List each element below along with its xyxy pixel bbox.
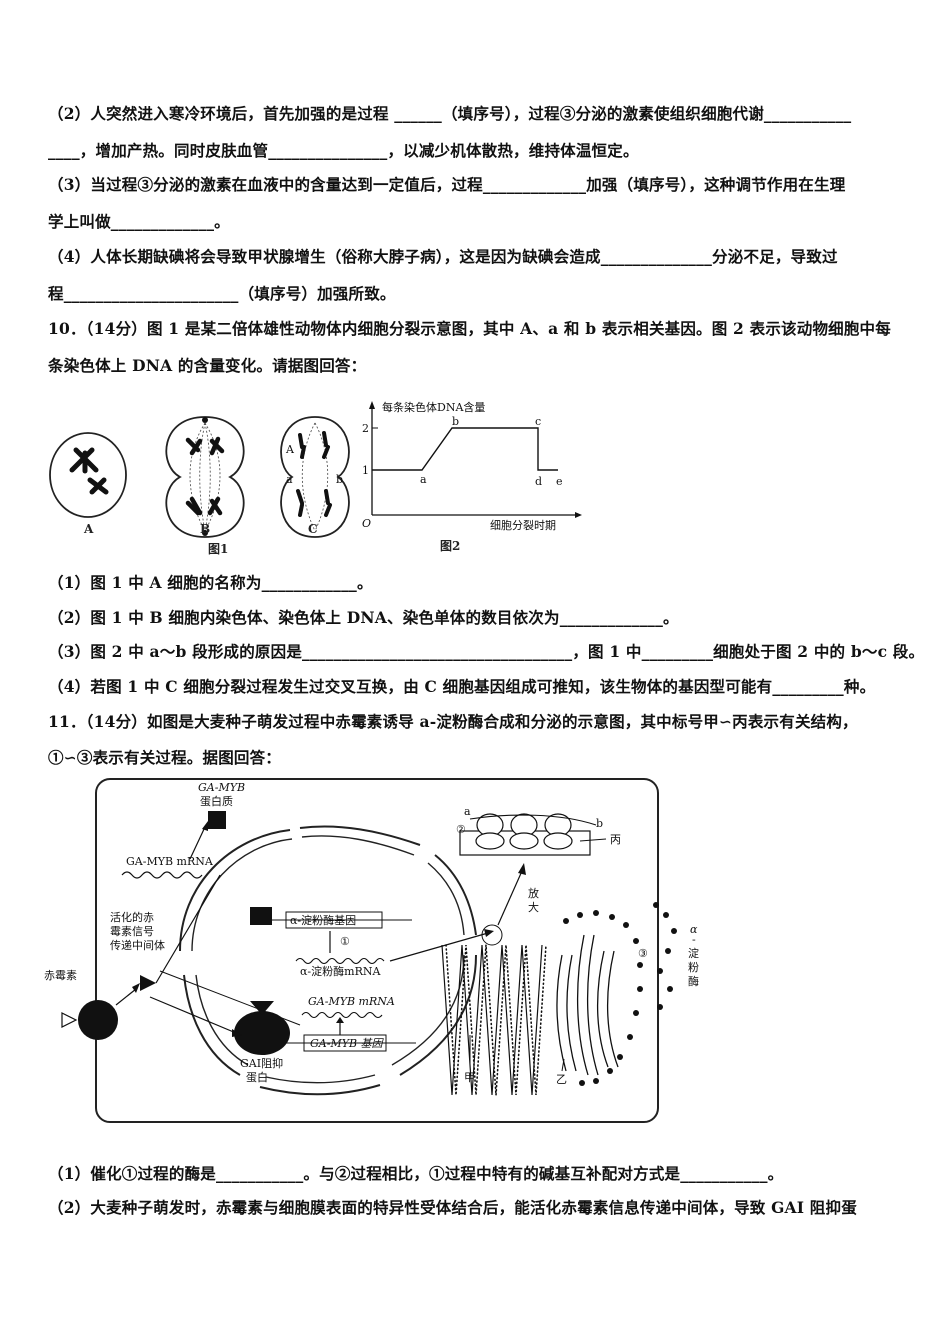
bing-label: 丙	[610, 833, 621, 846]
point-b: b	[452, 415, 459, 428]
q10-sub1: （1）图 1 中 A 细胞的名称为____________。	[48, 573, 373, 592]
q9-part2-line2: ____，增加产热。同时皮肤血管_______________，以减少机体散热，…	[48, 141, 639, 160]
yi-label: 乙	[556, 1073, 567, 1086]
gamyb-gene-label: GA-MYB 基因	[310, 1037, 385, 1050]
q10-sub2: （2）图 1 中 B 细胞内染色体、染色体上 DNA、染色单体的数目依次为___…	[48, 608, 679, 627]
jia-label: 甲	[464, 1071, 475, 1084]
gibberellin-label: 赤霉素	[44, 969, 77, 982]
gai-label-2: 蛋白	[246, 1070, 268, 1084]
step-2-label: ②	[456, 823, 466, 836]
gai-label-1: GAI阻抑	[240, 1056, 283, 1070]
q11-intro-line1: 11．（14分）如图是大麦种子萌发过程中赤霉素诱导 a-淀粉酶合成和分泌的示意图…	[48, 712, 858, 731]
q11-figure: GA-MYB 蛋白质 GA-MYB mRNA 活化的赤 霉素信号 传递中间体 赤…	[44, 778, 699, 1123]
q9-part3-line1: （3）当过程③分泌的激素在血液中的含量达到一定值后，过程____________…	[48, 175, 846, 194]
q9-part2-line1: （2）人突然进入寒冷环境后，首先加强的是过程 ______（填序号），过程③分泌…	[48, 104, 852, 123]
activated-label-1: 活化的赤	[110, 910, 154, 924]
amylase-side-label-2: -	[692, 933, 696, 946]
amylase-side-label-3: 淀	[688, 946, 699, 960]
point-c: c	[535, 415, 541, 428]
gamyb-protein-label-1: GA-MYB	[198, 781, 245, 794]
cell-b-label: B	[200, 522, 210, 536]
gene-b: b	[336, 473, 343, 486]
q11-sub2: （2）大麦种子萌发时，赤霉素与细胞膜表面的特异性受体结合后，能活化赤霉素信息传递…	[48, 1198, 857, 1217]
y-tick-2: 2	[362, 422, 369, 435]
y-tick-1: 1	[362, 464, 369, 477]
ribosome-b-label: b	[596, 817, 603, 830]
amylase-side-label-5: 酶	[688, 975, 699, 988]
magnify-label-1: 放	[528, 886, 539, 900]
amylase-side-label-1: α	[690, 923, 698, 936]
gene-lower-a: a	[286, 473, 293, 486]
q10-sub3: （3）图 2 中 a～b 段形成的原因是____________________…	[48, 642, 925, 661]
amylase-gene-label: α-淀粉酶基因	[290, 913, 356, 927]
activated-label-2: 霉素信号	[110, 925, 154, 938]
gamyb-mrna-top-label: GA-MYB mRNA	[126, 855, 214, 868]
figure-2-caption: 图2	[440, 539, 460, 553]
magnify-label-2: 大	[528, 900, 539, 914]
q11-intro-line2: ①∽③表示有关过程。据图回答：	[48, 748, 281, 767]
cell-a-label: A	[83, 522, 94, 536]
step-3-label: ③	[638, 947, 648, 960]
step-1-label: ①	[340, 935, 350, 948]
x-axis-label: 细胞分裂时期	[490, 519, 556, 532]
point-a: a	[420, 473, 427, 486]
q10-sub4: （4）若图 1 中 C 细胞分裂过程发生过交叉互换，由 C 细胞基因组成可推知，…	[48, 677, 876, 696]
point-d: d	[535, 475, 542, 488]
figure-1-caption: 图1	[208, 542, 228, 556]
amylase-mrna-label: α-淀粉酶mRNA	[300, 964, 381, 978]
q10-figure-1: A B A a b C 图1	[49, 416, 350, 556]
q10-intro-line2: 条染色体上 DNA 的含量变化。请据图回答：	[48, 356, 367, 375]
cell-c-label: C	[308, 522, 318, 536]
origin-label: O	[362, 517, 371, 530]
q10-figure-2: 2 1 O 每条染色体DNA含量 细胞分裂时期 a b c d e 图2	[362, 400, 582, 553]
point-e: e	[556, 475, 563, 488]
q9-part4-line1: （4）人体长期缺碘将会导致甲状腺增生（俗称大脖子病），这是因为缺碘会造成____…	[48, 247, 838, 266]
q9-part4-line2: 程______________________（填序号）加强所致。	[48, 284, 396, 303]
y-axis-label: 每条染色体DNA含量	[382, 400, 485, 414]
gene-upper-a: A	[285, 443, 295, 456]
gamyb-mrna-mid-label: GA-MYB mRNA	[308, 995, 395, 1008]
activated-label-3: 传递中间体	[110, 938, 165, 952]
q9-part3-line2: 学上叫做_____________。	[48, 212, 230, 231]
ribosome-a-label: a	[464, 805, 471, 818]
amylase-side-label-4: 粉	[688, 961, 699, 974]
q11-sub1: （1）催化①过程的酶是___________。与②过程相比，①过程中特有的碱基互…	[48, 1164, 784, 1183]
gamyb-protein-label-2: 蛋白质	[200, 794, 233, 808]
q10-intro-line1: 10．（14分）图 1 是某二倍体雄性动物体内细胞分裂示意图，其中 A、a 和 …	[48, 319, 891, 338]
